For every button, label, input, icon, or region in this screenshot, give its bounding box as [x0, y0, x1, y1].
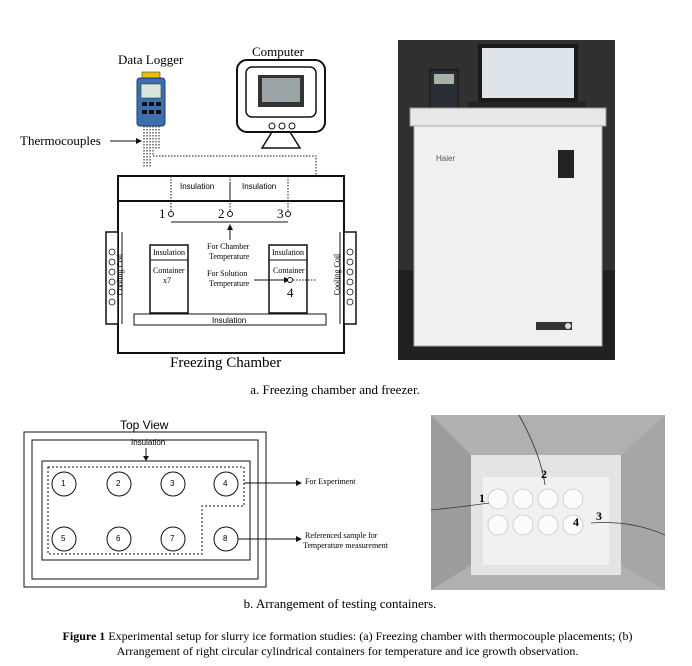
computer-label: Computer: [252, 44, 304, 59]
for-experiment-label: For Experiment: [305, 477, 356, 486]
top-view-insulation: Insulation: [131, 438, 166, 447]
photo-label-3: 3: [596, 509, 602, 523]
point-4-label: 4: [287, 285, 294, 300]
insulation-top-left: Insulation: [180, 182, 215, 191]
freezing-chamber-label: Freezing Chamber: [170, 355, 282, 371]
figure-caption: Figure 1 Experimental setup for slurry i…: [20, 629, 675, 659]
point-1-label: 1: [159, 206, 166, 221]
containers-photo: 1 2 3 4: [431, 415, 665, 590]
figure-label: Figure 1: [62, 629, 106, 643]
solution-temperature-label: Temperature: [209, 279, 250, 288]
photo-label-2: 2: [541, 467, 547, 481]
left-box-container: Container: [153, 266, 185, 275]
photo-label-1: 1: [479, 491, 485, 505]
cooling-coil-right: Cooling Coil: [332, 253, 342, 296]
left-box-insulation: Insulation: [153, 248, 185, 257]
container-1: 1: [61, 479, 66, 488]
freezing-chamber-schematic: [105, 59, 357, 354]
insulation-top-right: Insulation: [242, 182, 277, 191]
right-box-insulation: Insulation: [272, 248, 304, 257]
data-logger-label: Data Logger: [118, 52, 184, 67]
caption-b: b. Arrangement of testing containers.: [243, 596, 437, 611]
container-7: 7: [170, 534, 175, 543]
point-2-label: 2: [218, 206, 225, 221]
top-view-schematic: [23, 431, 302, 588]
left-box-count: x7: [163, 276, 171, 285]
data-logger-icon: [136, 71, 166, 127]
insulation-bottom: Insulation: [212, 316, 247, 325]
for-chamber-label: For Chamber: [207, 242, 250, 251]
for-solution-label: For Solution: [207, 269, 248, 278]
chamber-temperature-label: Temperature: [209, 252, 250, 261]
container-8: 8: [223, 534, 228, 543]
container-5: 5: [61, 534, 66, 543]
container-3: 3: [170, 479, 175, 488]
referenced-sample-label: Referenced sample for: [305, 531, 378, 540]
figure-caption-line2: Arrangement of right circular cylindrica…: [116, 644, 579, 658]
figure-caption-line1: Experimental setup for slurry ice format…: [105, 629, 633, 643]
freezer-photo: Haier: [398, 40, 615, 360]
temperature-measurement-label: Temperature measurement: [303, 541, 388, 550]
caption-a: a. Freezing chamber and freezer.: [250, 382, 420, 397]
cooling-coil-left: Cooling Coil: [115, 253, 125, 296]
right-box-container: Container: [273, 266, 305, 275]
point-3-label: 3: [277, 206, 284, 221]
photo-label-4: 4: [573, 515, 579, 529]
computer-icon: [236, 59, 326, 149]
container-6: 6: [116, 534, 121, 543]
container-2: 2: [116, 479, 121, 488]
container-4: 4: [223, 479, 228, 488]
top-view-label: Top View: [120, 418, 169, 432]
freezer-brand: Haier: [436, 154, 456, 163]
thermocouples-label: Thermocouples: [20, 133, 101, 148]
